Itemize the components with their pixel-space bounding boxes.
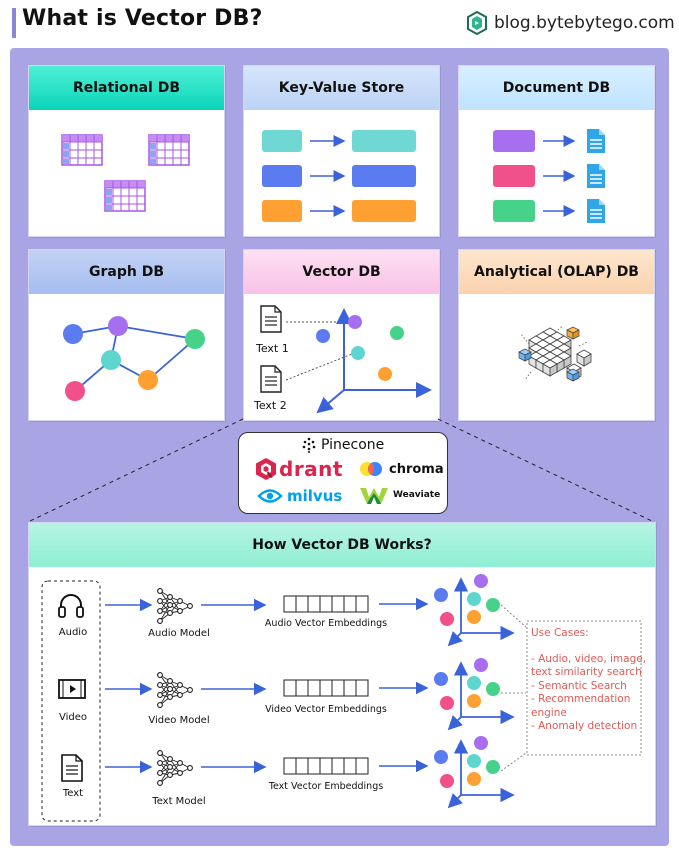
- milvus-logo: milvus: [257, 487, 342, 505]
- analytical-olap-db-card: Analytical (OLAP) DB: [458, 249, 655, 421]
- card-title: Analytical (OLAP) DB: [459, 250, 654, 294]
- bytebytego-logo-icon: [467, 11, 487, 35]
- neural-network-icon: [157, 750, 193, 786]
- use-cases-box: [526, 620, 642, 756]
- card-title: How Vector DB Works?: [29, 523, 655, 567]
- chroma-logo: chroma: [359, 461, 444, 477]
- vector-space-plot: [434, 736, 513, 807]
- input-label-video: Video: [58, 712, 88, 723]
- header-accent-bar: [12, 8, 16, 38]
- card-title: Graph DB: [29, 250, 224, 294]
- how-vector-db-works-card: How Vector DB Works?: [28, 522, 656, 826]
- model-label-audio: Audio Model: [148, 628, 210, 639]
- pinecone-icon: [302, 437, 316, 453]
- inputs-dashed-group: [41, 580, 101, 822]
- use-case-item: engine: [531, 706, 567, 719]
- pinecone-logo: Pinecone: [301, 437, 384, 453]
- embeddings-label-text: Text Vector Embeddings: [268, 781, 384, 792]
- model-label-text: Text Model: [152, 796, 206, 807]
- qdrant-icon: [256, 458, 276, 480]
- card-title: Relational DB: [29, 66, 224, 110]
- card-title: Document DB: [459, 66, 654, 110]
- brand[interactable]: blog.bytebytego.com: [466, 10, 675, 36]
- use-case-item: - Recommendation: [531, 693, 631, 705]
- key-value-pairs: [262, 130, 416, 222]
- relational-db-card: Relational DB: [28, 65, 225, 237]
- chroma-icon: [360, 462, 382, 476]
- headphones-icon: [58, 594, 84, 618]
- graph-db-card: Graph DB: [28, 249, 225, 421]
- use-cases-list: Use Cases: - Audio, video, image, text s…: [531, 627, 647, 734]
- milvus-icon: [257, 489, 283, 503]
- use-case-item: - Semantic Search: [531, 679, 627, 692]
- neural-network-icon: [157, 672, 193, 708]
- text-file-icon: [61, 754, 83, 782]
- weaviate-icon: [360, 488, 388, 504]
- qdrant-logo: drant: [255, 457, 343, 481]
- document-db-card: Document DB: [458, 65, 655, 237]
- page-title: What is Vector DB?: [22, 6, 263, 31]
- model-label-video: Video Model: [148, 715, 210, 726]
- input-label-audio: Audio: [58, 627, 88, 638]
- vector-space-plot: [260, 305, 432, 414]
- graph-network: [63, 316, 205, 401]
- card-title: Vector DB: [244, 250, 439, 294]
- key-value-store-card: Key-Value Store: [243, 65, 440, 237]
- use-case-item: - Anomaly detection: [531, 720, 638, 732]
- embedding-vector: [283, 679, 369, 697]
- neural-network-icon: [157, 588, 193, 624]
- video-icon: [58, 679, 86, 699]
- vector-db-vendors-box: Pinecone drant chroma milvus Weaviate: [238, 432, 448, 514]
- text-1-label: Text 1: [256, 342, 289, 355]
- card-title: Key-Value Store: [244, 66, 439, 110]
- use-case-item: text similarity search: [531, 666, 642, 678]
- vector-db-card: Vector DB: [243, 249, 440, 421]
- olap-cube-icon: [518, 325, 592, 382]
- embedding-vector: [283, 595, 369, 613]
- document-pairs: [493, 128, 606, 224]
- weaviate-logo: Weaviate: [359, 485, 440, 505]
- vector-space-plot: [434, 574, 513, 645]
- embeddings-label-audio: Audio Vector Embeddings: [264, 618, 388, 629]
- vector-db-pipeline: [41, 567, 642, 822]
- use-cases-title: Use Cases:: [531, 627, 589, 639]
- embeddings-label-video: Video Vector Embeddings: [265, 704, 387, 715]
- text-2-label: Text 2: [254, 399, 287, 412]
- use-case-item: - Audio, video, image,: [531, 652, 647, 665]
- embedding-vector: [283, 757, 369, 775]
- input-label-text: Text: [62, 788, 84, 799]
- brand-url: blog.bytebytego.com: [494, 13, 675, 33]
